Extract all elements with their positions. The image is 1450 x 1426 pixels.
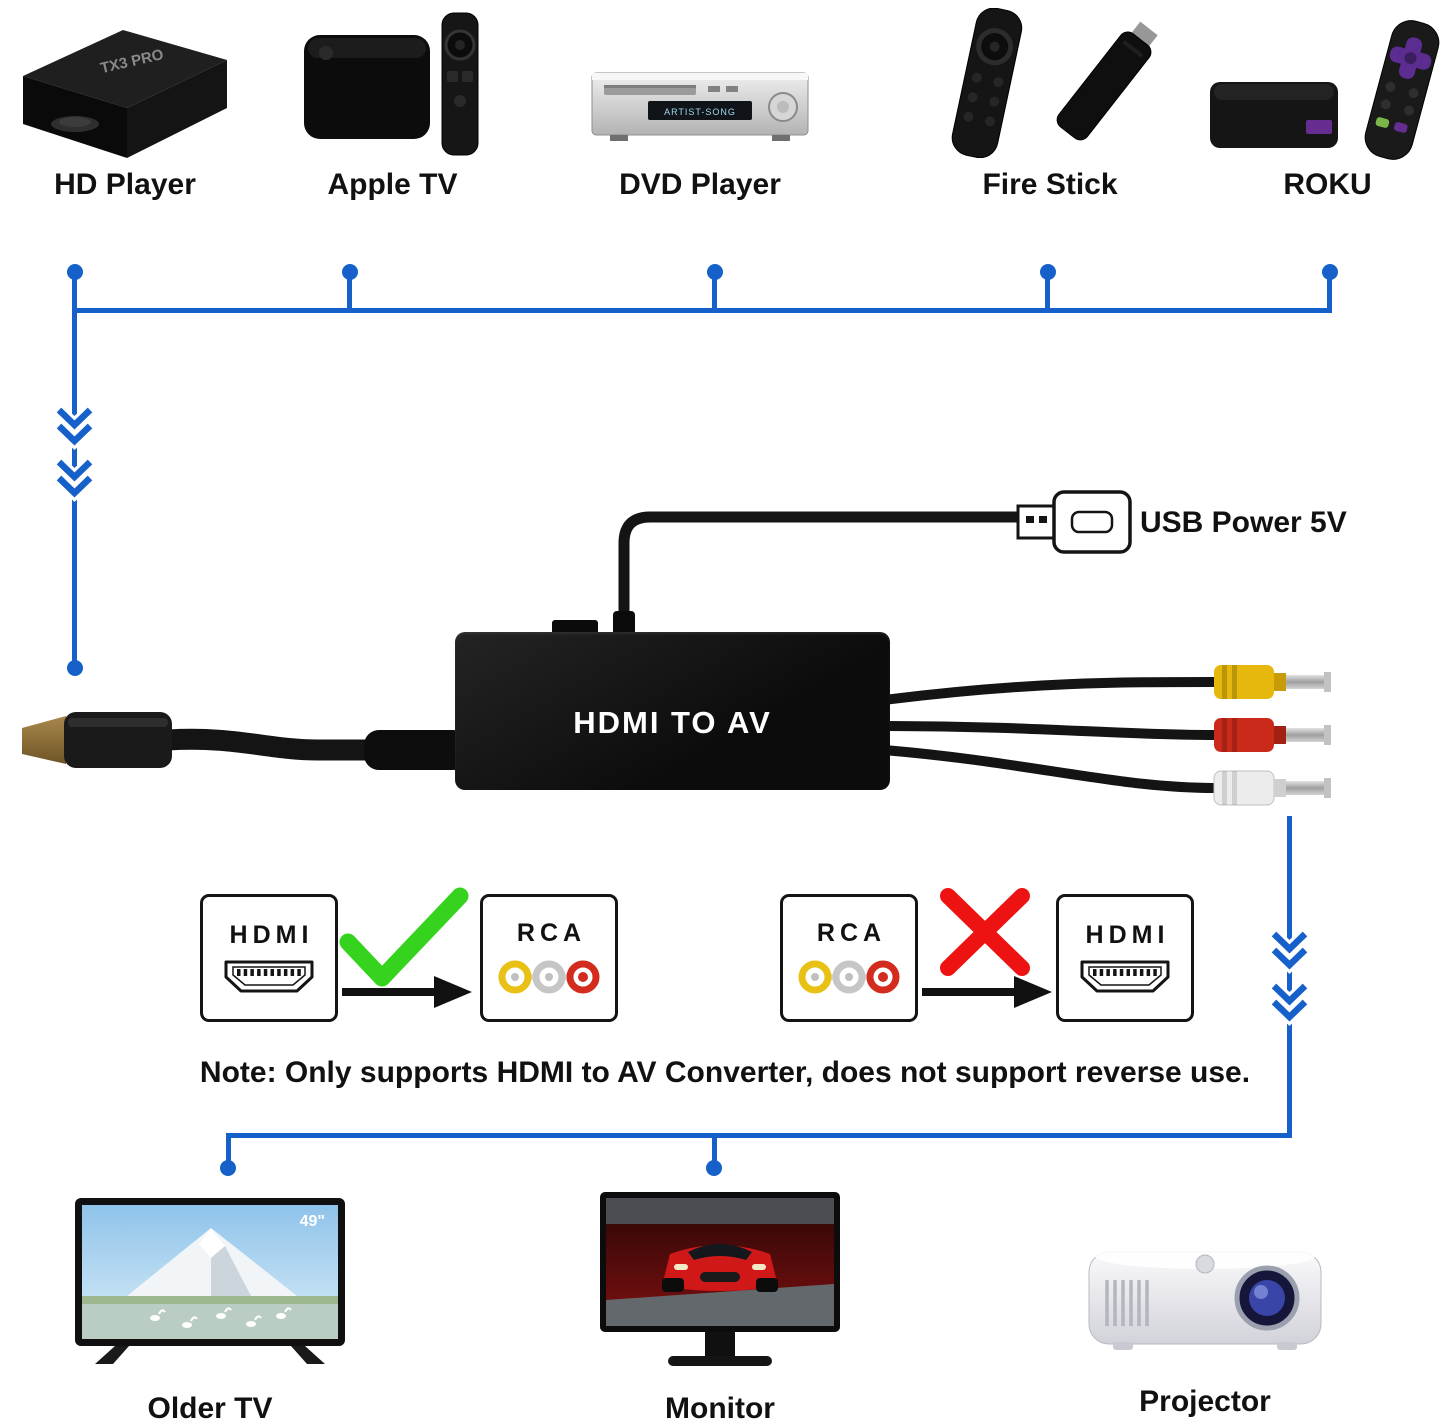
roku-icon (1210, 20, 1440, 160)
fire-stick-icon (951, 8, 1158, 158)
connector-stub-roku (1327, 276, 1332, 313)
dvd-player-icon: ARTIST-SONG (591, 72, 809, 141)
rca-plug-yellow (1214, 665, 1331, 699)
hd-player-icon: TX3 PRO (23, 30, 227, 158)
hdmi-box-label: HDMI (1085, 921, 1170, 949)
monitor-icon (600, 1192, 840, 1366)
connector-stub-monitor (712, 1133, 717, 1167)
converter-body: HDMI TO AV (455, 632, 890, 790)
hdmi-port-icon (224, 960, 314, 993)
label-dvd-player: DVD Player (619, 168, 781, 201)
connector-dot-hdmi-input (67, 660, 83, 676)
connector-dot-hd-player (67, 264, 83, 280)
connector-line-bottom-horizontal (226, 1133, 1292, 1138)
rca-jacks-icon (798, 960, 900, 994)
rca-plugs-icon (883, 665, 1331, 806)
label-hd-player: HD Player (54, 168, 196, 201)
rca-target-box: RCA (480, 894, 618, 1022)
apple-tv-icon (304, 12, 479, 156)
connector-line-right-vertical (1287, 816, 1292, 1138)
hdmi-target-box: HDMI (1056, 894, 1194, 1022)
rca-box-label: RCA (516, 919, 587, 947)
check-icon (339, 887, 469, 987)
connector-line-top-horizontal (72, 308, 1332, 313)
label-projector: Projector (1139, 1385, 1271, 1418)
note-text: Note: Only supports HDMI to AV Converter… (199, 1056, 1251, 1089)
rca-jacks-icon (498, 960, 600, 994)
label-roku: ROKU (1283, 168, 1372, 201)
connector-dot-apple-tv (342, 264, 358, 280)
connector-dot-monitor (706, 1160, 722, 1176)
label-apple-tv: Apple TV (327, 168, 458, 201)
projector-icon (1088, 1243, 1322, 1350)
usb-power-label: USB Power 5V (1140, 506, 1347, 539)
connector-dot-older-tv (220, 1160, 236, 1176)
supported-direction-icon (339, 887, 472, 1008)
down-arrows-right-icon (1269, 930, 1310, 1027)
usb-plug-icon (1016, 490, 1132, 554)
rca-plug-red (1214, 718, 1331, 752)
rca-source-box: RCA (780, 894, 918, 1022)
connector-stub-older-tv (226, 1133, 231, 1167)
cross-icon (940, 888, 1030, 976)
hdmi-box-label: HDMI (229, 921, 314, 949)
older-tv-icon: 49" (75, 1198, 345, 1364)
connector-stub-apple-tv (347, 276, 352, 313)
dvd-display-text: ARTIST-SONG (664, 107, 736, 117)
down-arrows-left-icon (54, 406, 95, 503)
connector-stub-dvd-player (712, 276, 717, 313)
converter-label: HDMI TO AV (573, 705, 772, 740)
rca-plug-white (1213, 770, 1331, 806)
hdmi-cable-icon (22, 712, 468, 770)
hdmi-source-box: HDMI (200, 894, 338, 1022)
usb-power-cable (613, 511, 1028, 645)
connector-dot-fire-stick (1040, 264, 1056, 280)
label-monitor: Monitor (665, 1392, 775, 1425)
label-older-tv: Older TV (147, 1392, 273, 1425)
connector-dot-dvd-player (707, 264, 723, 280)
hdmi-port-icon (1080, 960, 1170, 993)
label-fire-stick: Fire Stick (982, 168, 1118, 201)
tv-size-badge: 49" (300, 1213, 325, 1230)
rca-box-label: RCA (816, 919, 887, 947)
connector-stub-fire-stick (1045, 276, 1050, 313)
unsupported-direction-icon (922, 888, 1052, 1008)
connector-dot-roku (1322, 264, 1338, 280)
